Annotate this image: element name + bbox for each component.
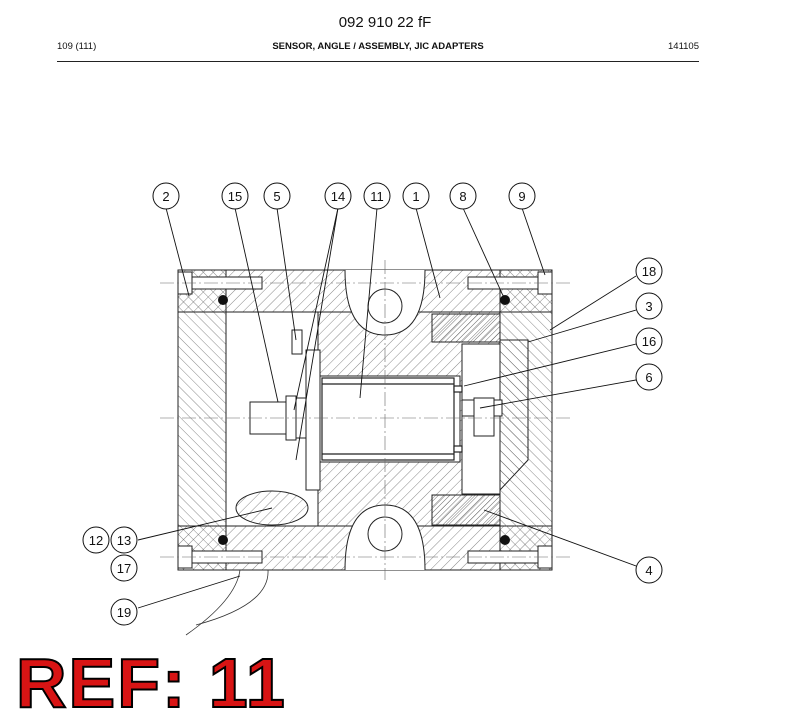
svg-text:16: 16: [642, 334, 656, 349]
callout-5: 5: [263, 182, 291, 210]
header-row: 109 (111) SENSOR, ANGLE / ASSEMBLY, JIC …: [57, 41, 699, 55]
callout-4: 4: [635, 556, 663, 584]
svg-text:4: 4: [645, 563, 652, 578]
svg-text:5: 5: [273, 189, 280, 204]
callout-2: 2: [152, 182, 180, 210]
callout-19: 19: [110, 598, 138, 626]
svg-text:6: 6: [645, 370, 652, 385]
sensor-body: [321, 377, 463, 461]
callout-18: 18: [635, 257, 663, 285]
header-divider: [57, 61, 699, 62]
document-number: 092 910 22 fF: [338, 14, 432, 31]
part-1-block: [431, 313, 501, 343]
part-4-block: [431, 494, 501, 526]
callout-3: 3: [635, 292, 663, 320]
svg-text:14: 14: [331, 189, 345, 204]
callout-13: 13: [110, 526, 138, 554]
reference-label: REF: 11: [15, 644, 287, 722]
svg-text:19: 19: [117, 605, 131, 620]
svg-text:15: 15: [228, 189, 242, 204]
callout-11: 11: [363, 182, 391, 210]
svg-text:13: 13: [117, 533, 131, 548]
svg-text:17: 17: [117, 561, 131, 576]
svg-text:2: 2: [162, 189, 169, 204]
date-code: 141105: [668, 41, 699, 52]
svg-text:9: 9: [518, 189, 525, 204]
center-lines: [160, 260, 570, 580]
callout-17: 17: [110, 554, 138, 582]
callout-6: 6: [635, 363, 663, 391]
o-rings: [218, 295, 510, 545]
svg-text:8: 8: [459, 189, 466, 204]
callout-9: 9: [508, 182, 536, 210]
callout-15: 15: [221, 182, 249, 210]
callout-12: 12: [82, 526, 110, 554]
leader-lines: [137, 207, 637, 609]
callout-14: 14: [324, 182, 352, 210]
svg-text:18: 18: [642, 264, 656, 279]
callout-8: 8: [449, 182, 477, 210]
left-cover: [177, 269, 227, 571]
svg-text:1: 1: [412, 189, 419, 204]
document-title: SENSOR, ANGLE / ASSEMBLY, JIC ADAPTERS: [272, 41, 484, 52]
svg-text:11: 11: [370, 189, 384, 204]
svg-text:3: 3: [645, 299, 652, 314]
callout-1: 1: [402, 182, 430, 210]
svg-text:12: 12: [89, 533, 103, 548]
callout-16: 16: [635, 327, 663, 355]
right-wedge: [499, 339, 529, 492]
page-reference: 109 (111): [57, 41, 97, 52]
